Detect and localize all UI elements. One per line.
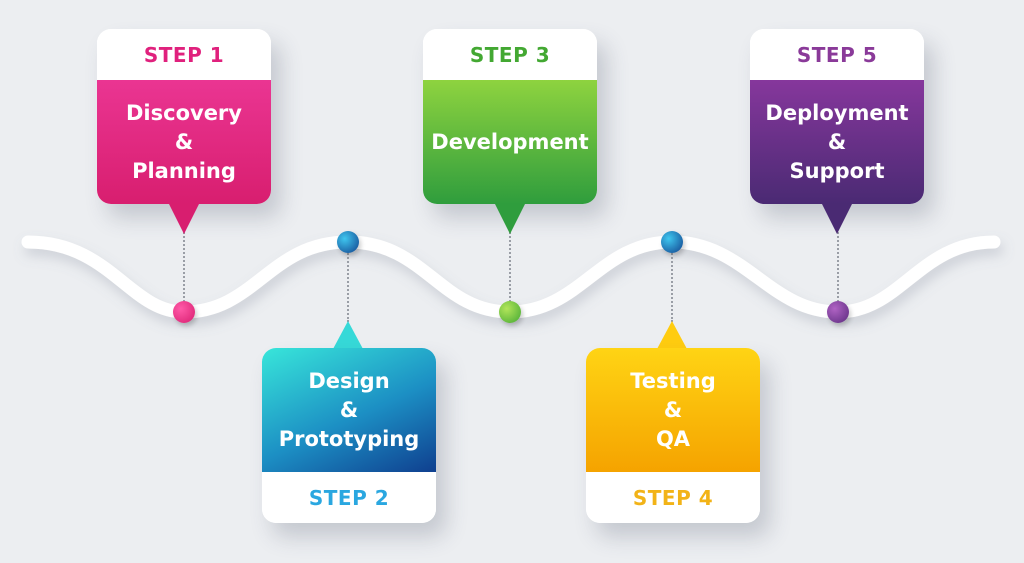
step-5-title-line-3: Support (789, 158, 885, 183)
step-1-card: STEP 1 Discovery & Planning (97, 29, 271, 204)
connector-step-3 (509, 232, 511, 306)
step-4-label: STEP 4 (586, 472, 760, 523)
step-3-label: STEP 3 (423, 29, 597, 80)
step-5-body: Deployment & Support (750, 80, 924, 204)
step-3-title-line-1: Development (431, 129, 589, 154)
step-5-card: STEP 5 Deployment & Support (750, 29, 924, 204)
step-2-pointer (333, 321, 363, 349)
step-4-pointer (657, 321, 687, 349)
step-5-pointer (822, 204, 852, 234)
step-1-title-line-1: Discovery (126, 100, 242, 125)
step-5-title-line-1: Deployment (765, 100, 909, 125)
step-4-title-line-2: & (663, 397, 683, 422)
connector-step-2 (347, 250, 349, 322)
step-3-body: Development (423, 80, 597, 204)
step-2-title-line-2: & (339, 397, 359, 422)
step-3-pointer (495, 204, 525, 234)
step-4-body: Testing & QA (586, 348, 760, 472)
step-4-title-line-1: Testing (630, 368, 716, 393)
connector-step-4 (671, 250, 673, 322)
step-2-card: Design & Prototyping STEP 2 (262, 348, 436, 523)
step-2-title-line-3: Prototyping (278, 426, 420, 451)
timeline-dot-step-2 (337, 231, 359, 253)
step-1-title-line-3: Planning (132, 158, 236, 183)
timeline-dot-step-3 (499, 301, 521, 323)
step-1-label: STEP 1 (97, 29, 271, 80)
step-2-label: STEP 2 (262, 472, 436, 523)
step-1-body: Discovery & Planning (97, 80, 271, 204)
step-5-title-line-2: & (827, 129, 847, 154)
connector-step-5 (837, 232, 839, 306)
step-2-body: Design & Prototyping (262, 348, 436, 472)
step-2-title-line-1: Design (308, 368, 390, 393)
step-1-title-line-2: & (174, 129, 194, 154)
step-1-pointer (169, 204, 199, 234)
step-4-card: Testing & QA STEP 4 (586, 348, 760, 523)
connector-step-1 (183, 232, 185, 306)
step-3-card: STEP 3 Development (423, 29, 597, 204)
timeline-dot-step-4 (661, 231, 683, 253)
step-5-label: STEP 5 (750, 29, 924, 80)
timeline-dot-step-1 (173, 301, 195, 323)
step-4-title-line-3: QA (655, 426, 691, 451)
timeline-dot-step-5 (827, 301, 849, 323)
